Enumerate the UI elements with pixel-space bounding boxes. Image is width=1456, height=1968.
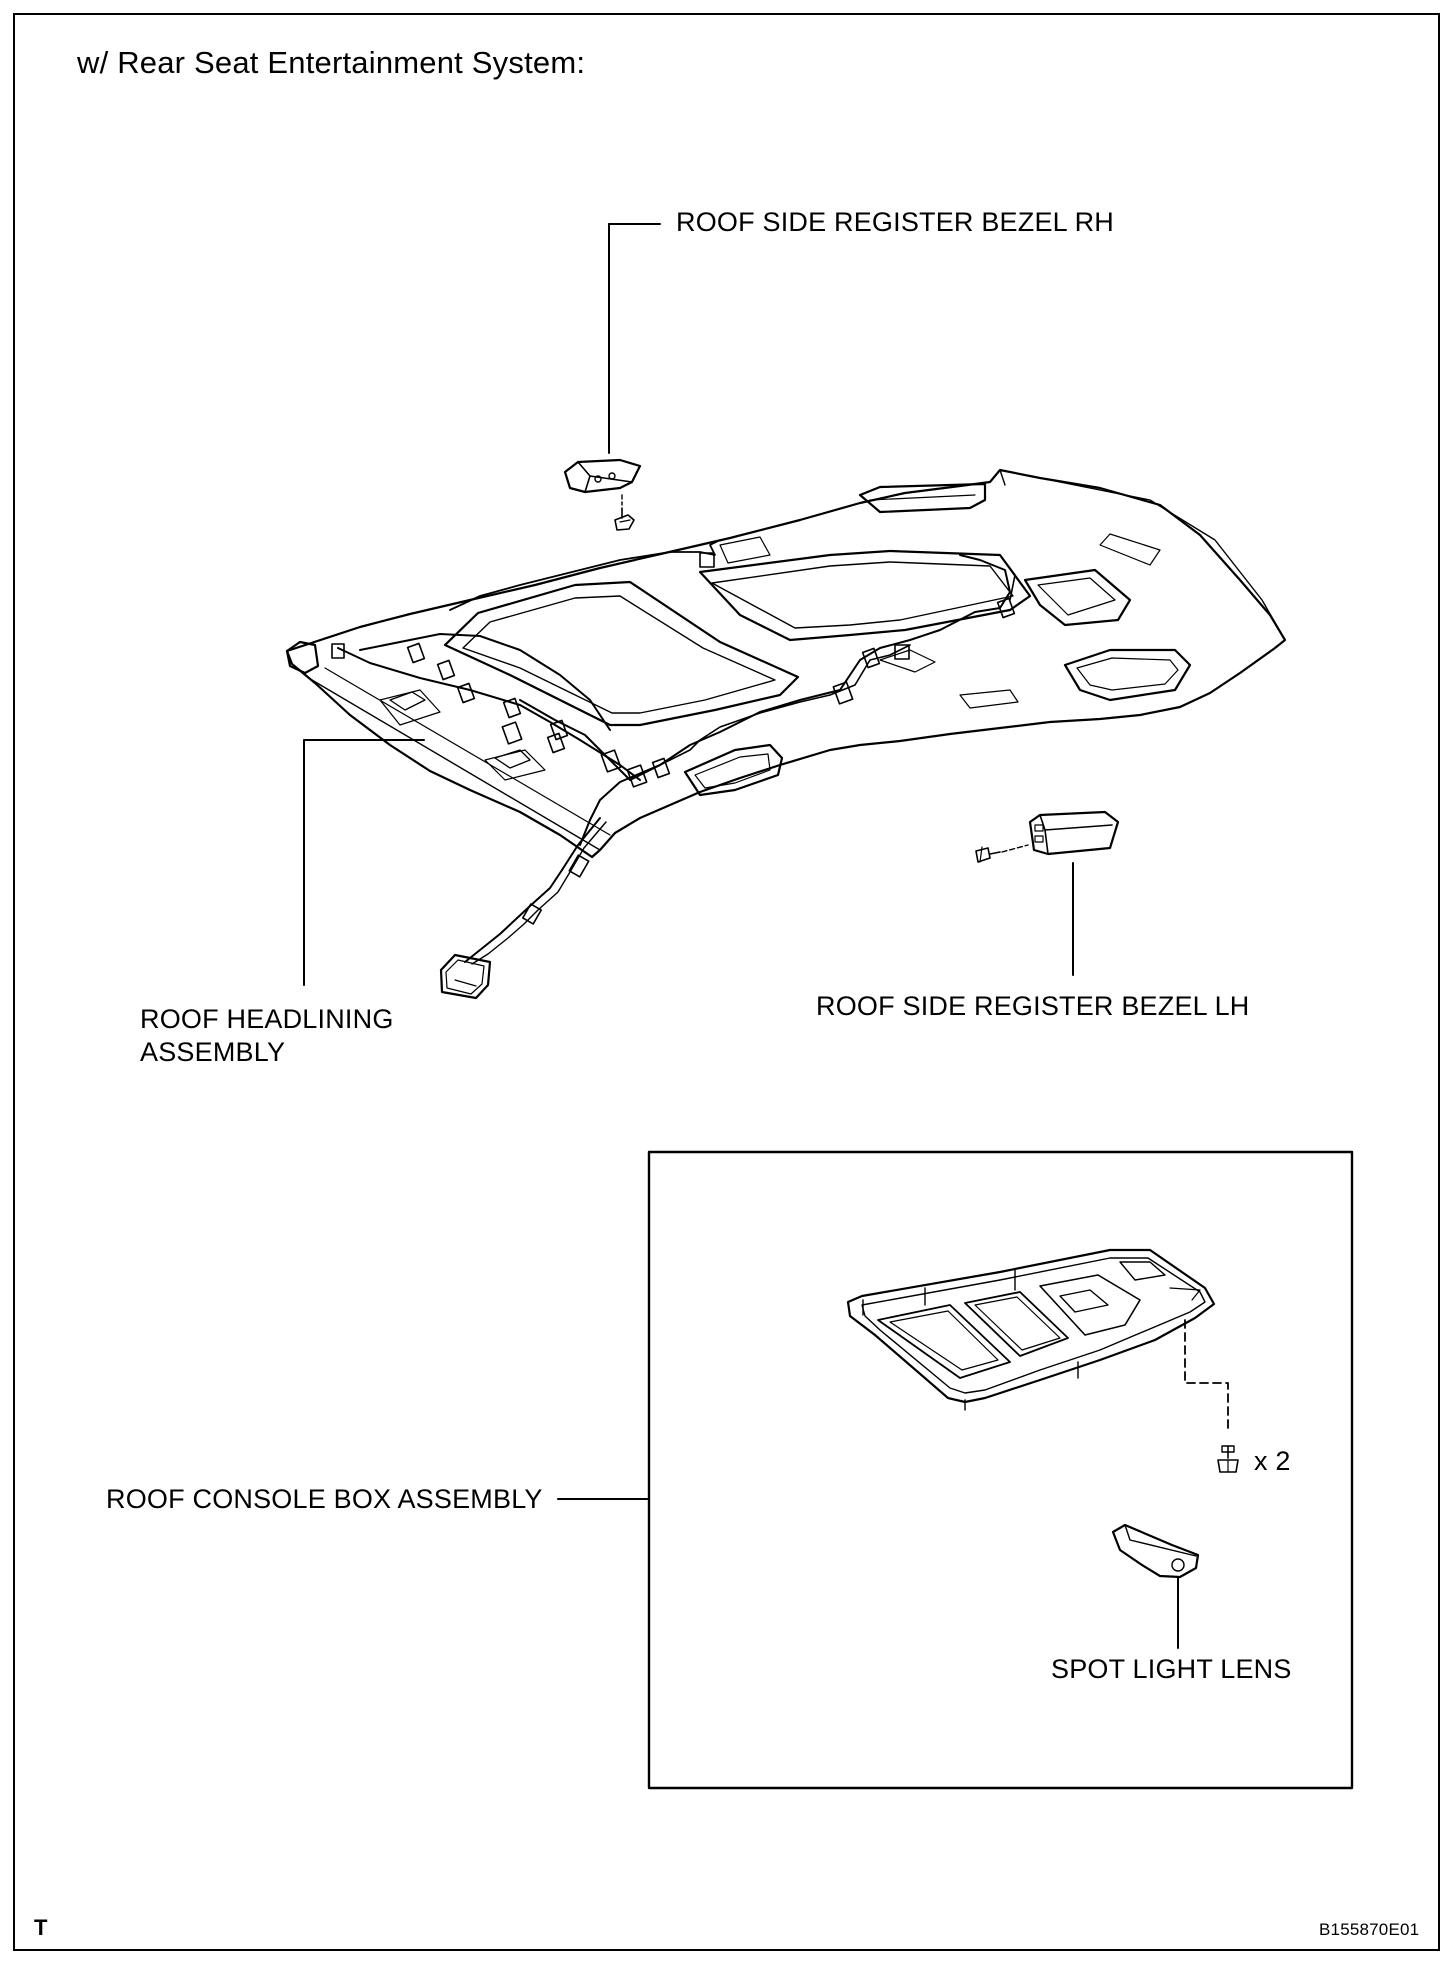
- screw-rh-icon: [614, 507, 635, 531]
- console-screw-icon: [1217, 1445, 1239, 1473]
- spot-light-lens-illustration: [1111, 1523, 1200, 1579]
- console-dashed-leader: [1184, 1319, 1229, 1433]
- figure-code: B155870E01: [1319, 1920, 1420, 1939]
- label-quantity: x 2: [1254, 1446, 1291, 1476]
- bezel-lh-illustration: [1028, 810, 1120, 856]
- console-inset-box: [647, 1150, 1354, 1790]
- label-bezel-rh: ROOF SIDE REGISTER BEZEL RH: [676, 207, 1114, 237]
- label-headlining-line1: ROOF HEADLINING: [140, 1004, 394, 1034]
- roof-console-illustration: [846, 1248, 1216, 1411]
- bezel-rh-illustration: [563, 458, 642, 494]
- page-title: w/ Rear Seat Entertainment System:: [77, 45, 586, 80]
- page-frame: [13, 13, 1440, 1951]
- label-spot-light-lens: SPOT LIGHT LENS: [1051, 1654, 1292, 1684]
- label-bezel-lh: ROOF SIDE REGISTER BEZEL LH: [816, 991, 1250, 1021]
- label-console-box: ROOF CONSOLE BOX ASSEMBLY: [106, 1484, 543, 1514]
- screw-lh-icon: [975, 846, 1001, 863]
- roof-headlining-illustration: [285, 468, 1287, 1000]
- corner-mark: T: [34, 1915, 48, 1940]
- label-headlining-line2: ASSEMBLY: [140, 1037, 286, 1067]
